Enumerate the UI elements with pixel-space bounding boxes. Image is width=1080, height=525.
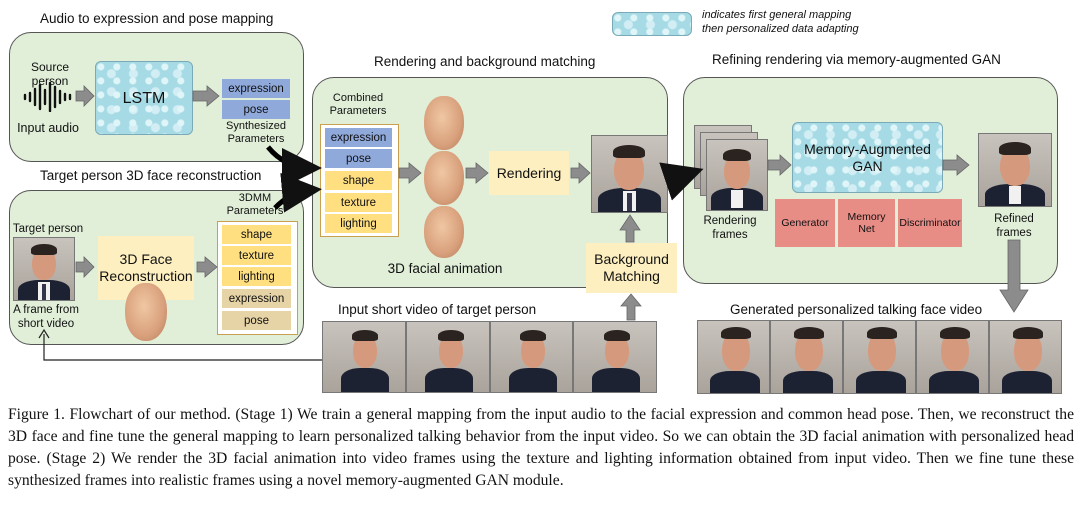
recon-box-label: 3D Face Reconstruction [99, 251, 193, 284]
arrow-synth-to-combined [266, 145, 322, 188]
synth-param-expression: expression [222, 79, 290, 98]
arrow-rendering-to-frame [570, 162, 591, 184]
target-person-label: Target person [12, 223, 84, 235]
input-video-strip [322, 321, 657, 393]
arrow-frame-to-refine [659, 162, 704, 201]
input-video-label: Input short video of target person [338, 302, 537, 317]
3dmm-params-label: 3DMM Parameters [226, 192, 284, 217]
arrow-params-to-faces [398, 162, 422, 184]
generated-video-frame [916, 320, 989, 394]
generated-video-frame [697, 320, 770, 394]
generated-video-frame [989, 320, 1062, 394]
animated-face-1 [424, 96, 464, 150]
3dmm-param-texture: texture [222, 246, 291, 265]
combined-param-pose: pose [325, 149, 392, 168]
gan-box: Memory-Augmented GAN [792, 122, 943, 193]
legend-line-2: then personalized data adapting [702, 23, 859, 35]
combined-param-texture: texture [325, 193, 392, 212]
arrow-frames-to-gan [767, 154, 792, 176]
arrow-audio-to-lstm [75, 85, 95, 107]
legend-swatch [612, 12, 692, 36]
arrow-photo-to-recon [75, 256, 95, 278]
arrow-lstm-to-params [192, 85, 220, 107]
arrow-video-to-target-frame [43, 334, 322, 361]
rendering-frames-label: Rendering frames [703, 215, 757, 241]
arrow-recon-to-3dmm [196, 256, 218, 278]
synth-params-label: Synthesized Parameters [226, 120, 286, 145]
animated-face-2 [424, 151, 464, 205]
combined-param-expression: expression [325, 128, 392, 147]
legend-text: indicates first general mapping then per… [702, 8, 859, 36]
3dmm-param-lighting: lighting [222, 267, 291, 286]
figure-caption: Figure 1. Flowchart of our method. (Stag… [8, 406, 1074, 489]
arrow-bg-to-frame [619, 214, 641, 243]
combined-params-label: Combined Parameters [329, 92, 387, 117]
bg-matching-box: Background Matching [586, 243, 677, 293]
generated-video-label: Generated personalized talking face vide… [730, 302, 983, 317]
3dmm-param-shape: shape [222, 225, 291, 244]
bg-matching-label: Background Matching [594, 251, 669, 284]
input-video-frame [489, 321, 574, 393]
audio-panel-title: Audio to expression and pose mapping [40, 11, 274, 26]
animation-label: 3D facial animation [387, 261, 503, 276]
input-video-frame [405, 321, 490, 393]
rendered-frame-photo [591, 135, 668, 213]
generated-video-frame [770, 320, 843, 394]
arrow-faces-to-rendering [465, 162, 489, 184]
arrow-3dmm-to-combined [273, 172, 322, 213]
gan-label: Memory-Augmented GAN [804, 140, 931, 174]
memory-net-module: Memory Net [838, 199, 895, 247]
synth-param-pose: pose [222, 100, 290, 119]
rendering-frame-front [706, 139, 768, 211]
rendering-label: Rendering [496, 164, 562, 181]
arrow-video-to-bg [620, 293, 642, 321]
generated-video-frame [843, 320, 916, 394]
legend-line-1: indicates first general mapping [702, 9, 852, 21]
lstm-box: LSTM [95, 61, 193, 135]
3dmm-param-expression: expression [222, 289, 291, 308]
reconstructed-face-3d [125, 283, 167, 341]
input-video-frame [322, 321, 406, 393]
rendering-box: Rendering [489, 151, 569, 195]
combined-param-lighting: lighting [325, 214, 392, 233]
refined-frames-label: Refined frames [994, 213, 1034, 239]
input-audio-label: Input audio [17, 121, 79, 135]
flow-arrows [38, 85, 1029, 361]
arrow-refined-to-generated [999, 239, 1029, 313]
generator-module: Generator [775, 199, 835, 247]
discriminator-module: Discriminator [898, 199, 962, 247]
generated-video-strip [697, 320, 1062, 394]
waveform-icon [23, 82, 72, 112]
combined-param-shape: shape [325, 171, 392, 190]
frame-from-video-label: A frame from short video [13, 304, 79, 330]
3dmm-param-pose: pose [222, 311, 291, 330]
render-panel-title: Rendering and background matching [374, 54, 596, 69]
arrow-gan-to-refined [942, 154, 970, 176]
target-frame-photo [13, 237, 75, 301]
animated-face-3 [424, 206, 464, 258]
refined-frame-photo [978, 133, 1052, 207]
recon-panel-title: Target person 3D face reconstruction [40, 168, 262, 183]
lstm-label: LSTM [122, 89, 166, 107]
refine-panel-title: Refining rendering via memory-augmented … [712, 52, 1001, 67]
input-video-frame [573, 321, 657, 393]
